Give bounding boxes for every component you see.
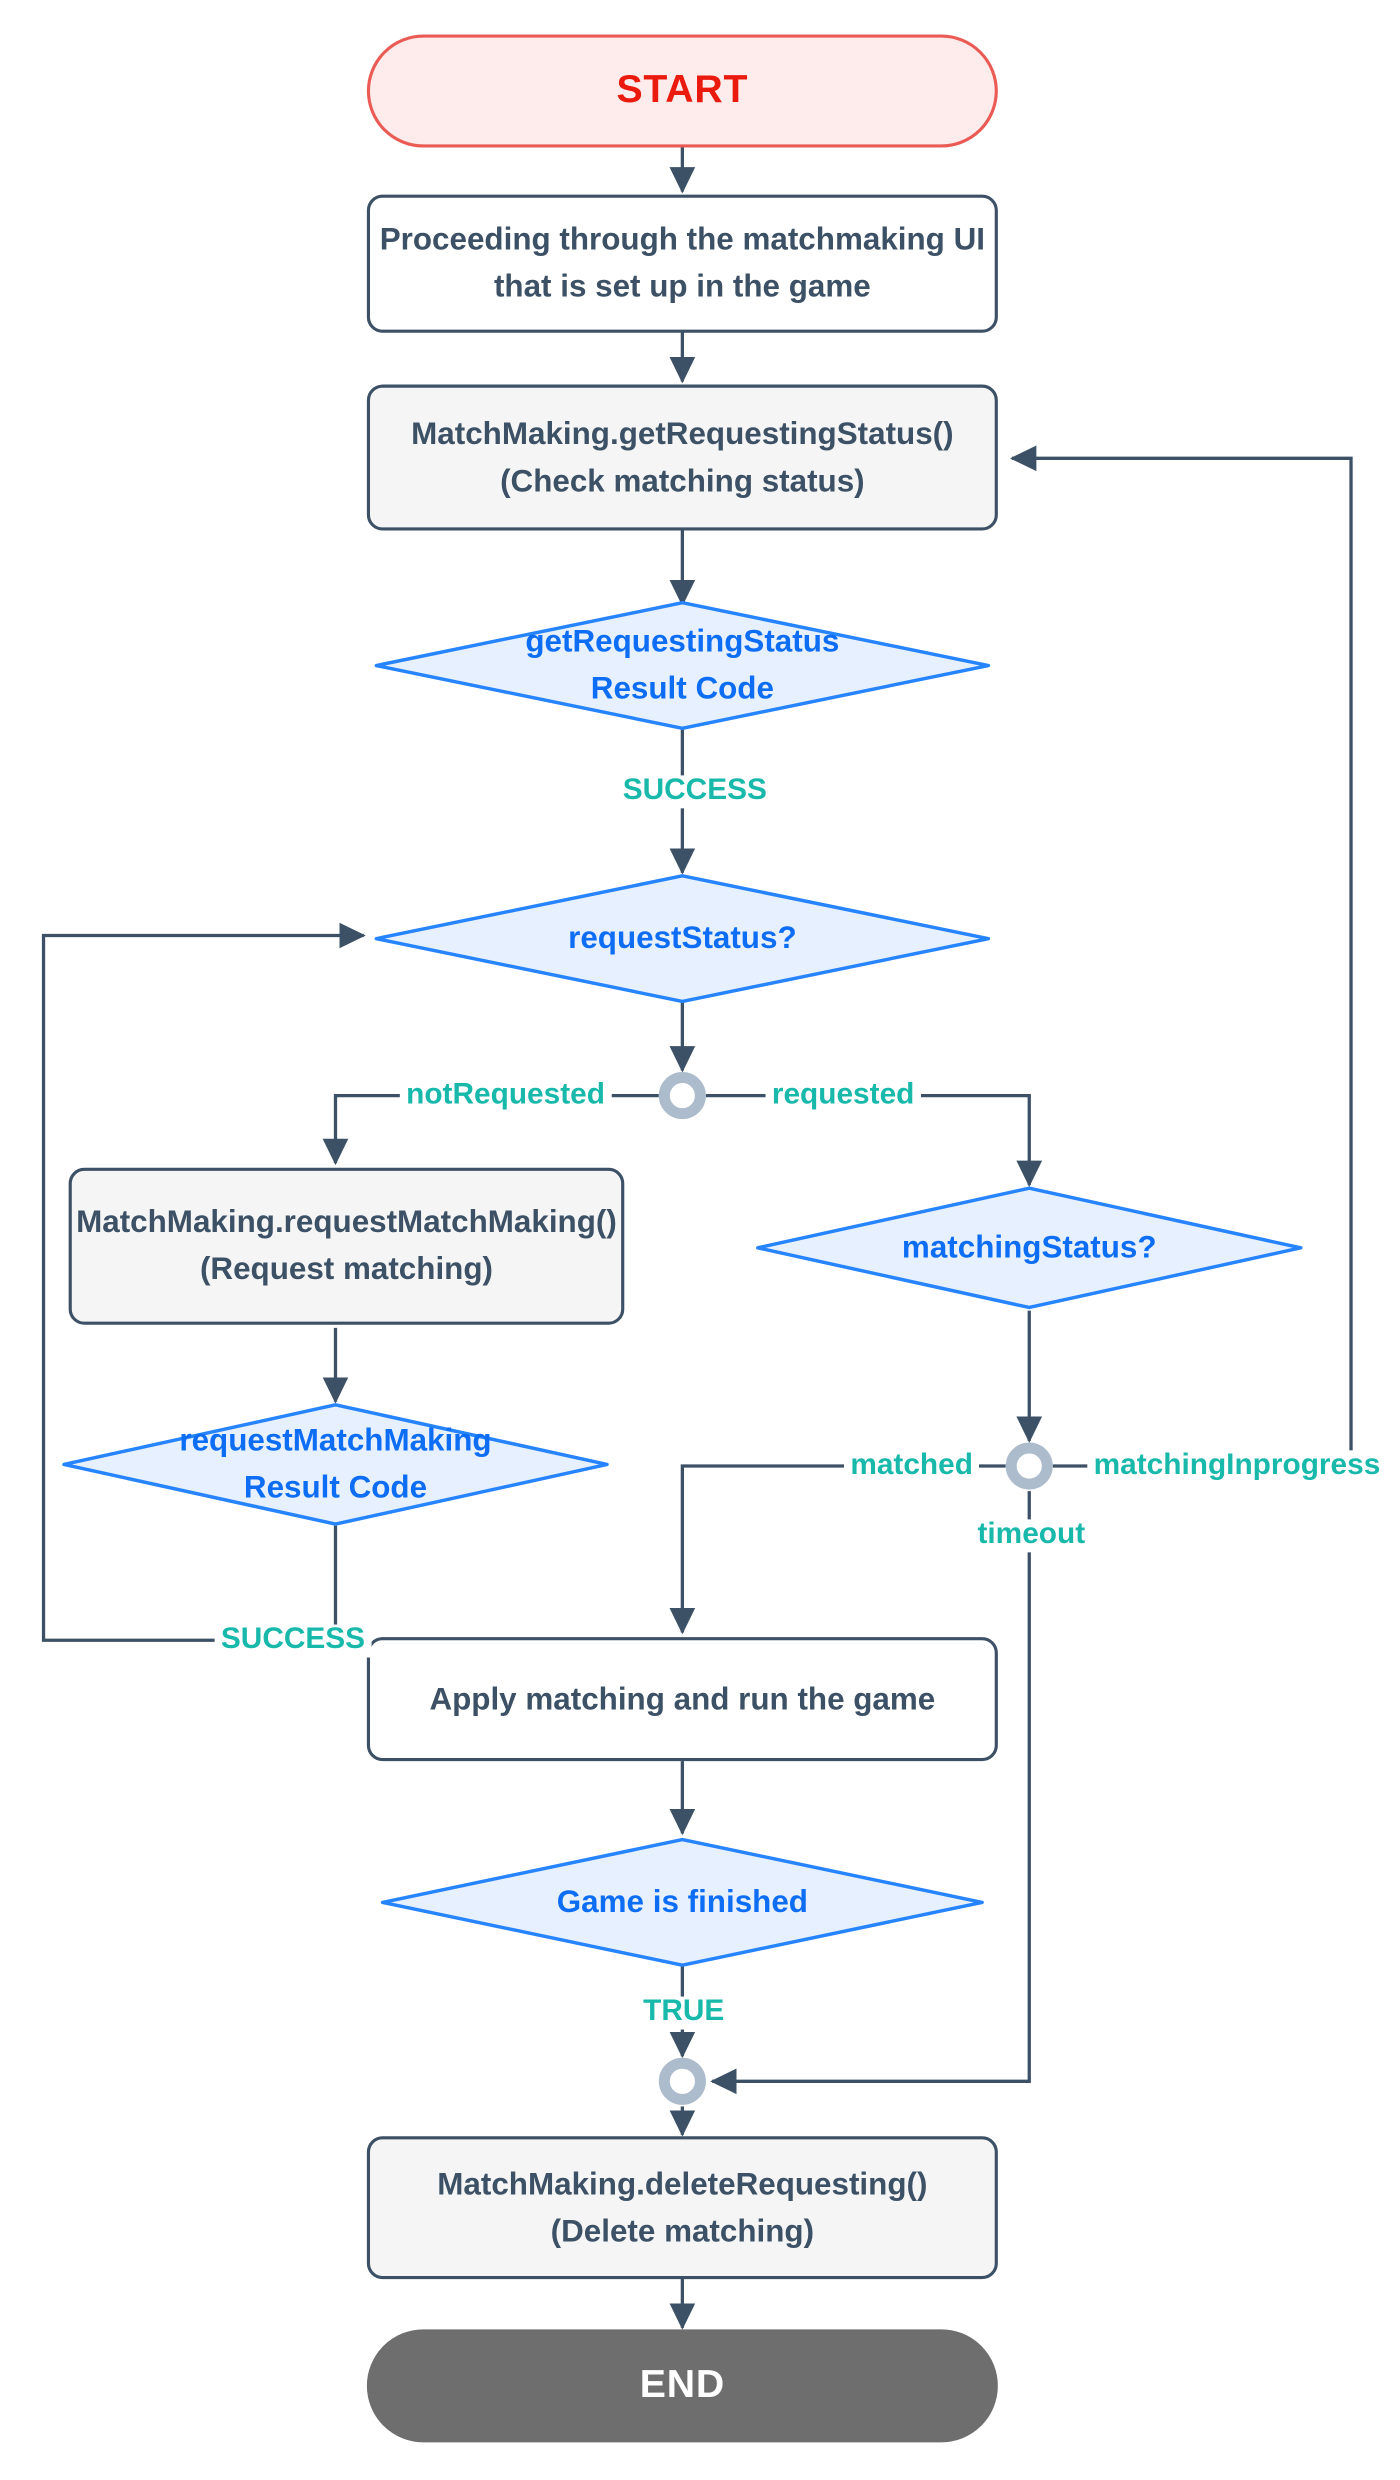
node-game-finished-label: Game is finished [557,1885,809,1920]
node-matchmaking-ui-line1: Proceeding through the matchmaking UI [380,222,986,258]
node-matching-status[interactable]: matchingStatus? [755,1185,1304,1311]
edge-label-success-get-status: SUCCESS [616,774,774,809]
edge-label-matching-inprogress: matchingInprogress [1087,1449,1387,1484]
node-get-requesting-status-line2: (Check matching status) [500,463,865,499]
node-apply-matching-label: Apply matching and run the game [429,1681,936,1717]
flowchart-stage: START Proceeding through the matchmaking… [9,0,1390,2480]
node-request-matchmaking-line1: MatchMaking.requestMatchMaking() [76,1205,618,1240]
edge-label-timeout: timeout [971,1518,1092,1553]
node-start[interactable]: START [367,34,999,148]
node-request-status[interactable]: requestStatus? [374,873,992,1005]
merge-connector-delete[interactable] [659,2057,707,2105]
node-game-finished[interactable]: Game is finished [380,1836,986,1968]
node-delete-requesting[interactable]: MatchMaking.deleteRequesting() (Delete m… [367,2136,999,2280]
node-apply-matching[interactable]: Apply matching and run the game [367,1637,999,1762]
edge-matchinginprogress-loop [1010,445,1354,1468]
edge-label-success-request: SUCCESS [214,1623,372,1658]
node-delete-requesting-line1: MatchMaking.deleteRequesting() [437,2166,928,2202]
edge-matched [669,1464,1007,1635]
node-matchmaking-ui[interactable]: Proceeding through the matchmaking UI th… [367,194,999,333]
node-request-matchmaking-result-line2: Result Code [244,1470,428,1506]
edge-label-not-requested: notRequested [400,1078,612,1113]
node-end[interactable]: END [367,2329,999,2443]
branch-connector-request-status[interactable] [659,1072,707,1120]
node-get-requesting-status-line1: MatchMaking.getRequestingStatus() [411,416,954,452]
node-request-matchmaking-result-line1: requestMatchMaking [179,1423,492,1459]
node-get-requesting-status-result[interactable]: getRequestingStatus Result Code [374,600,992,732]
node-request-matchmaking[interactable]: MatchMaking.requestMatchMaking() (Reques… [69,1167,625,1325]
edge-timeout [710,1491,1032,2095]
node-request-matchmaking-result[interactable]: requestMatchMaking Result Code [61,1402,610,1528]
node-delete-requesting-line2: (Delete matching) [551,2213,815,2249]
node-matching-status-label: matchingStatus? [902,1230,1157,1266]
node-end-label: END [640,2362,726,2407]
edge-label-game-true: TRUE [637,1995,731,2030]
branch-connector-matching-status[interactable] [1006,1442,1054,1490]
node-get-requesting-status-result-line2: Result Code [591,671,775,707]
node-matchmaking-ui-line2: that is set up in the game [494,269,872,305]
node-get-requesting-status-result-line1: getRequestingStatus [525,624,840,660]
node-request-status-label: requestStatus? [568,921,797,956]
node-request-matchmaking-line2: (Request matching) [200,1252,494,1288]
edge-label-requested: requested [765,1078,922,1113]
node-start-label: START [616,67,749,112]
node-get-requesting-status[interactable]: MatchMaking.getRequestingStatus() (Check… [367,384,999,531]
edge-label-matched: matched [844,1449,980,1484]
